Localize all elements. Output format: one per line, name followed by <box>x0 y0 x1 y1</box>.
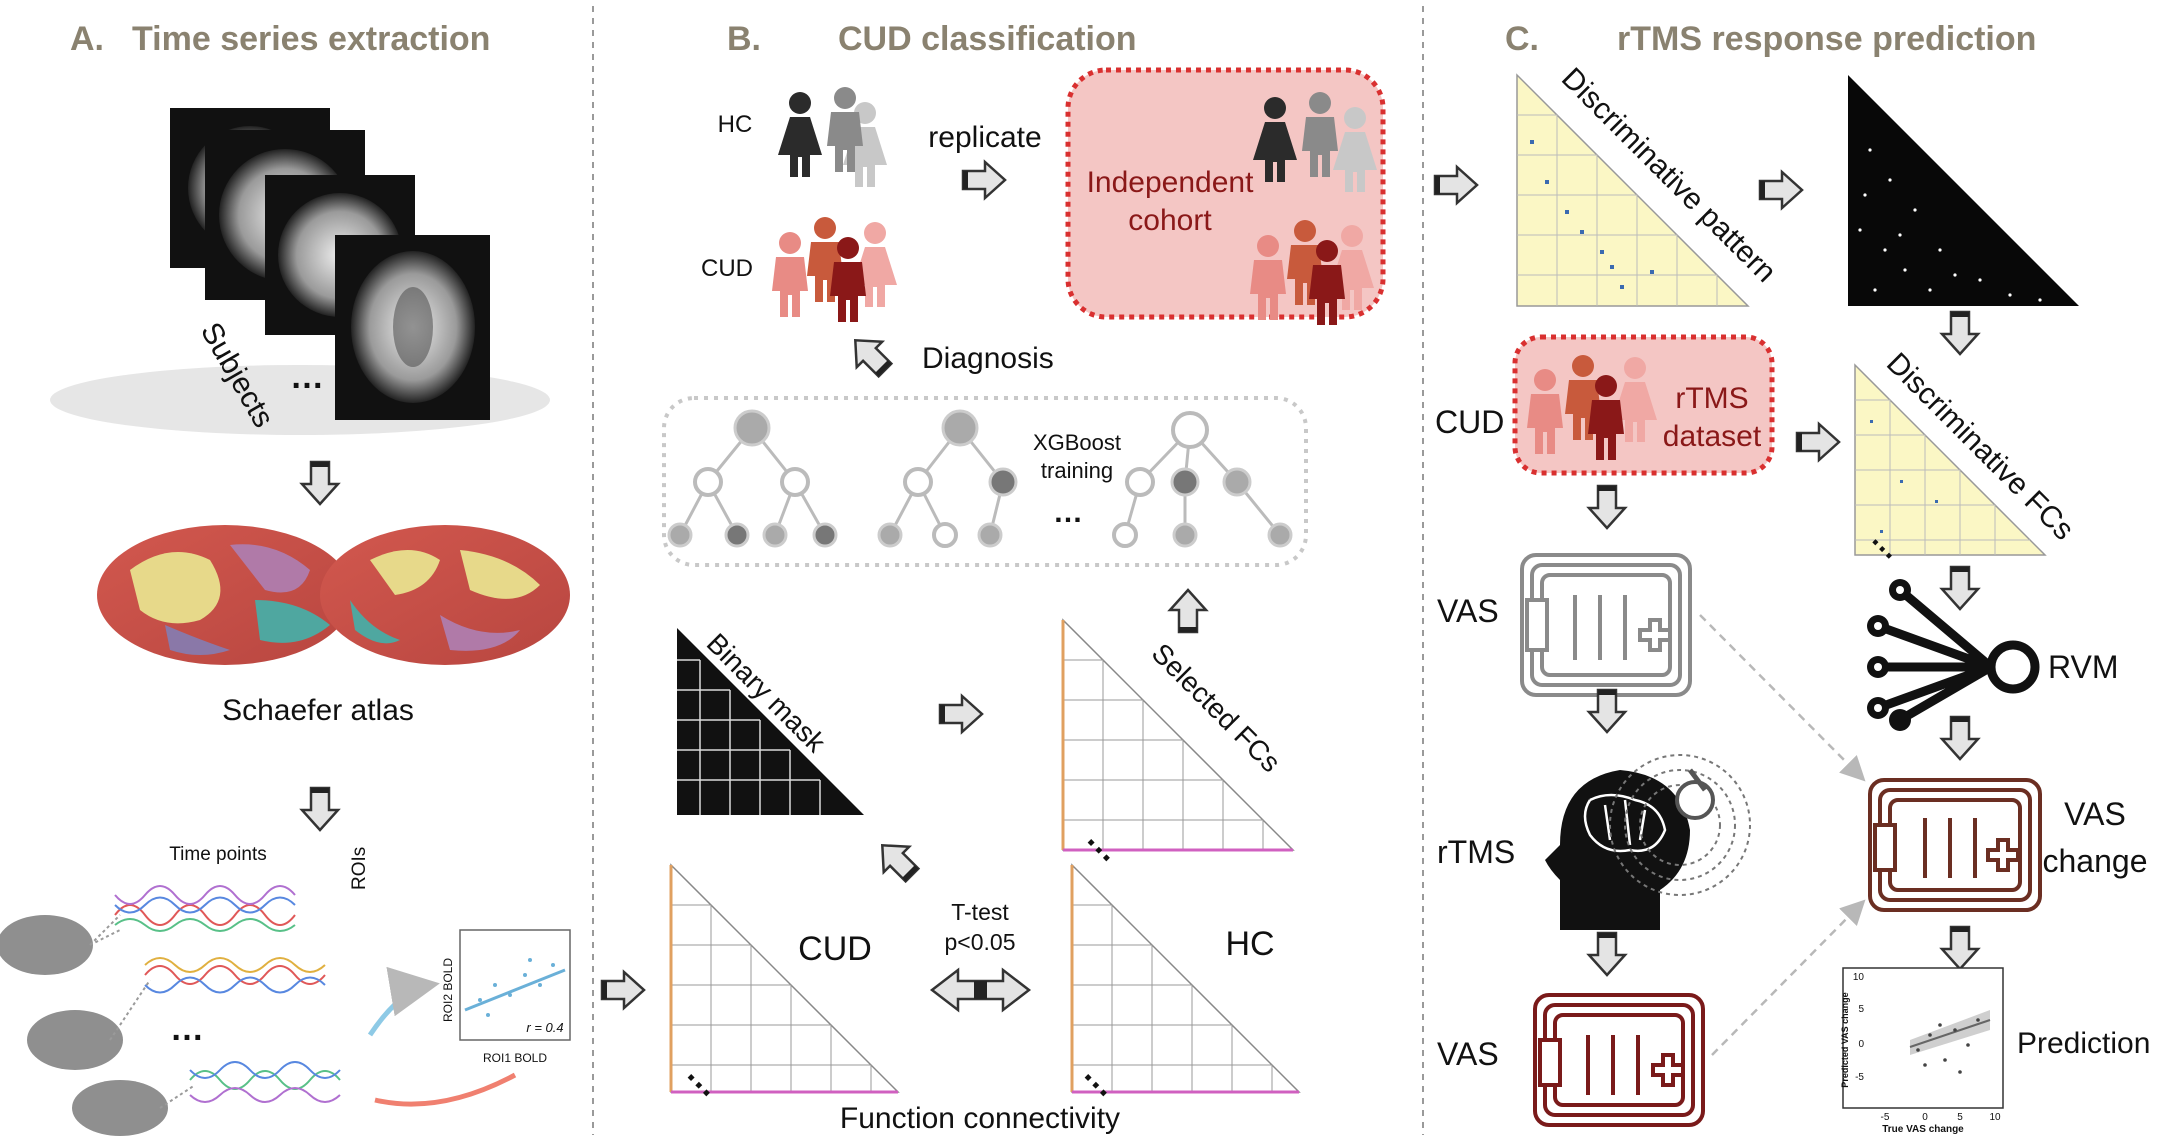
vas-change-device <box>1868 778 2042 912</box>
xgboost-label-1: XGBoost <box>1033 430 1121 455</box>
cud-matrix <box>669 863 900 1094</box>
xgboost-label-2: training <box>1041 458 1113 483</box>
arrow-to-scatter-red <box>374 1072 517 1107</box>
rtms-dataset-label-2: dataset <box>1663 420 1762 453</box>
ttest-label-1: T-test <box>951 899 1009 925</box>
rtms-head-icon <box>1545 754 1751 930</box>
prediction-plot <box>1842 967 2004 1109</box>
independent-label-2: cohort <box>1128 204 1212 237</box>
vas-change-label-1: VAS <box>2064 796 2126 832</box>
arrow-ttest-to-mask <box>868 831 926 889</box>
panel-c-title: rTMS response prediction <box>1617 20 2036 58</box>
pred-xtick-neg5: -5 <box>1881 1112 1890 1123</box>
scatter-r-value: r = 0.4 <box>526 1020 563 1035</box>
arrow-to-scatter <box>367 966 440 1037</box>
binary-mask-b <box>677 628 864 815</box>
rtms-dataset-box <box>1512 334 1775 476</box>
vas-change-label-2: change <box>2043 843 2148 879</box>
arrow-a1 <box>300 460 340 506</box>
replicate-label: replicate <box>928 121 1041 154</box>
arrow-replicate <box>961 160 1007 200</box>
pred-xtick-0: 0 <box>1922 1112 1928 1123</box>
rtms-dataset-label-1: rTMS <box>1675 382 1748 415</box>
pred-xtick-5: 5 <box>1957 1112 1963 1123</box>
panel-b-letter: B. <box>727 20 761 58</box>
arrow-rtms-to-vas <box>1587 931 1627 977</box>
arrow-pattern-to-mask <box>1758 170 1804 210</box>
xgboost-box <box>662 396 1308 567</box>
hc-matrix <box>1070 863 1301 1094</box>
arrow-b-to-c <box>1433 165 1479 205</box>
rois-label: ROIs <box>349 847 370 890</box>
rvm-label: RVM <box>2048 649 2119 685</box>
independent-label-1: Independent <box>1087 166 1254 199</box>
discriminative-fcs-matrix <box>1854 363 2047 556</box>
panel-a-title: Time series extraction <box>132 20 490 58</box>
schaefer-brains <box>97 525 570 665</box>
pred-ytick-neg5: -5 <box>1855 1072 1864 1083</box>
independent-cohort-box <box>1065 67 1386 325</box>
panel-b-title: CUD classification <box>838 20 1137 58</box>
arrow-mask-to-selected <box>938 694 984 734</box>
mri-stack <box>50 108 550 435</box>
time-points-label: Time points <box>169 844 267 865</box>
dashed-arrow-vas-bottom <box>1711 899 1866 1056</box>
panel-c-letter: C. <box>1505 20 1539 58</box>
pred-ytick-5: 5 <box>1858 1004 1864 1015</box>
vas-device-top <box>1520 553 1692 697</box>
double-arrow <box>929 967 1032 1013</box>
arrow-to-prediction <box>1940 925 1980 971</box>
arrow-a2 <box>300 786 340 832</box>
cud-label: CUD <box>701 255 753 282</box>
prediction-label: Prediction <box>2017 1027 2150 1060</box>
arrow-diagnosis <box>841 326 899 384</box>
pred-xlabel: True VAS change <box>1882 1124 1964 1135</box>
schaefer-atlas-label: Schaefer atlas <box>222 694 414 727</box>
arrow-dataset-to-vas <box>1587 484 1627 530</box>
scatter-xlabel: ROI1 BOLD <box>483 1051 547 1065</box>
vas-bottom-label: VAS <box>1437 1036 1499 1072</box>
scatter-plot <box>459 929 571 1041</box>
vas-device-bottom <box>1533 993 1705 1127</box>
ttest-label-2: p<0.05 <box>945 929 1016 955</box>
vas-top-label: VAS <box>1437 593 1499 629</box>
diagnosis-label: Diagnosis <box>922 342 1054 375</box>
signals-ellipsis: … <box>170 1010 204 1048</box>
xgboost-ellipsis: … <box>1053 496 1083 529</box>
hc-group <box>778 87 887 187</box>
hc-matrix-label: HC <box>1225 925 1274 963</box>
arrow-dataset-to-fcs <box>1795 422 1841 462</box>
selected-fcs-matrix <box>1061 618 1295 852</box>
small-brains <box>0 915 168 1136</box>
rtms-label: rTMS <box>1437 834 1515 870</box>
arrow-fcs-to-rvm <box>1940 565 1980 611</box>
scatter-ylabel: ROI2 BOLD <box>441 958 455 1022</box>
arrow-a-to-b <box>600 970 646 1010</box>
binary-mask-c <box>1848 75 2079 306</box>
discriminative-pattern-matrix <box>1516 73 1750 307</box>
bold-signals <box>89 885 341 1109</box>
arrow-selected-to-xgb <box>1168 588 1208 634</box>
cud-matrix-label: CUD <box>798 930 872 968</box>
subjects-ellipsis: … <box>290 358 324 396</box>
hc-label: HC <box>718 111 753 138</box>
arrow-rvm-to-vaschange <box>1940 715 1980 761</box>
pred-xtick-10: 10 <box>1989 1112 2001 1123</box>
pred-ytick-10: 10 <box>1853 972 1865 983</box>
function-connectivity-label: Function connectivity <box>840 1102 1120 1135</box>
pred-ylabel: Predicted VAS change <box>1840 992 1850 1087</box>
arrow-mask-to-fcs <box>1940 310 1980 356</box>
cud-group <box>772 217 897 322</box>
pred-ytick-0: 0 <box>1858 1039 1864 1050</box>
c-cud-label: CUD <box>1435 404 1504 440</box>
dashed-arrow-vas-top <box>1699 614 1866 782</box>
rvm-icon <box>1867 579 2040 731</box>
panel-a-letter: A. <box>70 20 104 58</box>
